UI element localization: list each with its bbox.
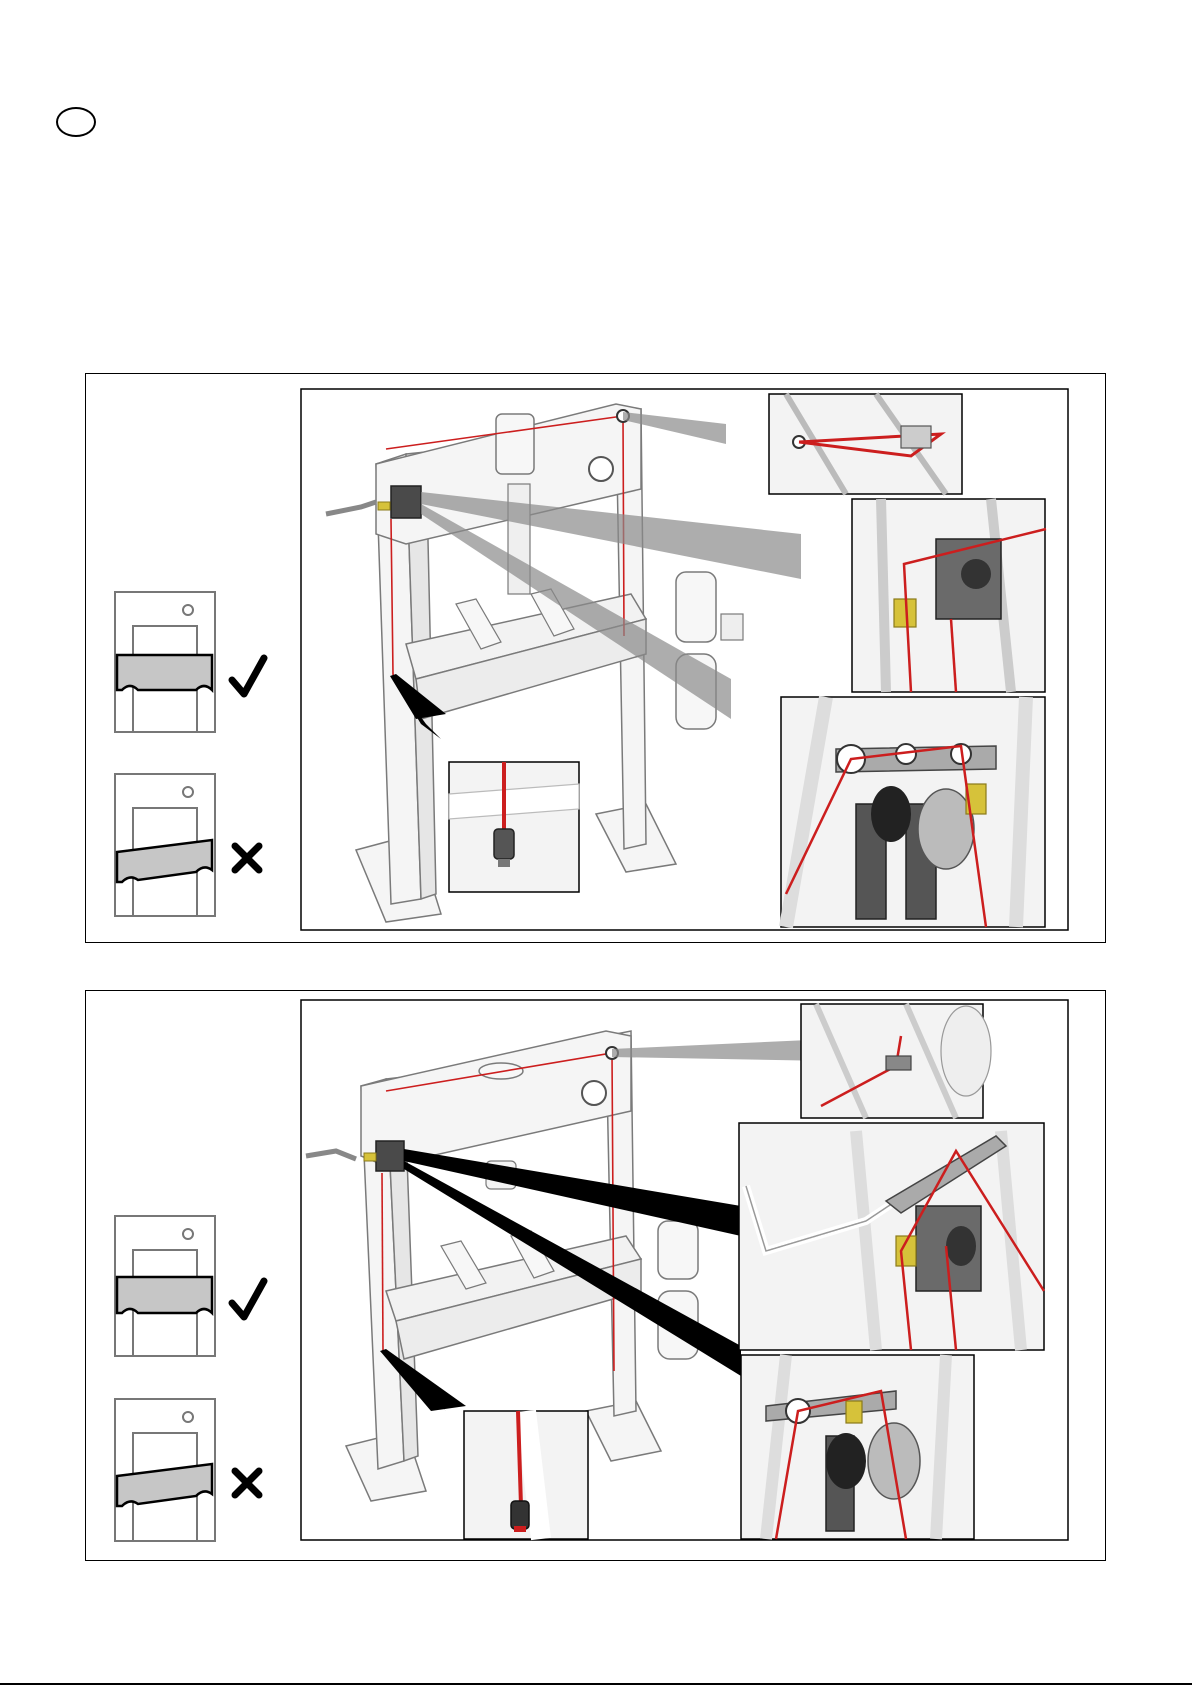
detail-cable-end-weight (449, 762, 579, 892)
detail-winch-drum (741, 1355, 974, 1539)
indicator-correct-1 (115, 592, 264, 732)
detail-cable-end-weight (464, 1411, 588, 1539)
level-plate (117, 1277, 212, 1313)
panel-2-illustration (86, 991, 1107, 1562)
check-mark-icon (232, 658, 264, 694)
level-plate (117, 655, 212, 690)
indicator-incorrect-1 (115, 774, 259, 916)
instruction-panel-2 (85, 990, 1106, 1561)
detail-winch-drum (781, 697, 1045, 927)
check-mark-icon (232, 1281, 264, 1317)
page-circle-marker (56, 107, 96, 137)
panel-1-illustration (86, 374, 1107, 944)
instruction-panel-1 (85, 373, 1106, 943)
indicator-correct-2 (115, 1216, 264, 1356)
x-mark-icon (235, 1471, 259, 1495)
detail-winch-bracket (739, 1123, 1044, 1350)
indicator-incorrect-2 (115, 1399, 259, 1541)
detail-top-pulley (801, 1004, 991, 1118)
x-mark-icon (235, 846, 259, 870)
detail-winch-bracket (852, 499, 1046, 692)
detail-top-pulley (769, 394, 962, 494)
